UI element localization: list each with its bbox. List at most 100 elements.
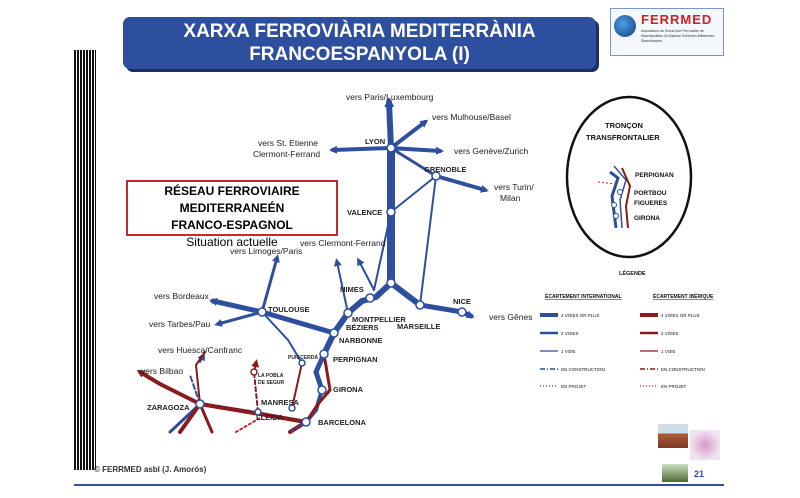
iberian-zaragoza-south <box>178 402 202 434</box>
label-puigcerda: PUIGCERDÀ <box>288 354 318 361</box>
iberian-zaragoza-bilbao <box>136 369 202 406</box>
station-girona <box>317 385 327 395</box>
label-manresa: MANRESA <box>261 398 300 407</box>
label-limoges: vers Limoges/Paris <box>230 246 302 256</box>
troncon-portbou: PORTBOU <box>634 190 667 197</box>
station-puigcerda <box>298 359 306 367</box>
label-pobla-1: LA POBLA <box>258 373 284 379</box>
label-bordeaux: vers Bordeaux <box>154 291 210 301</box>
legend-ib-4voies: 4 VOIES OR PLUS <box>661 313 700 318</box>
legend-title: LÉGENDE <box>619 269 646 277</box>
legend-col-international: ÉCARTEMENT INTERNATIONAL <box>545 292 622 300</box>
label-grenoble: GRENOBLE <box>424 165 467 174</box>
projected-lines <box>235 417 307 433</box>
label-barcelona: BARCELONA <box>318 418 366 427</box>
legend-int-2voies: 2 VOIES <box>561 331 579 336</box>
legend-int-4voies: 4 VOIES OR PLUS <box>561 313 600 318</box>
thumbnail-photo-train <box>662 464 688 482</box>
label-stetienne-1: vers St. Etienne <box>258 138 318 148</box>
station-nice <box>457 307 467 317</box>
label-clermont: vers Clermont-Ferrand <box>300 238 386 248</box>
label-narbonne: NARBONNE <box>339 336 382 345</box>
label-pobla-2: DE SEGUR <box>258 380 285 386</box>
station-manresa <box>288 404 296 412</box>
line-paris-lyon <box>384 97 395 151</box>
reseau-line-3: Situation actuelle <box>186 235 278 249</box>
legend-ib-1voie: 1 VOIE <box>661 349 676 354</box>
logo-subtitle: Association du Grand Axe Ferroviaire de … <box>641 29 716 43</box>
title-line-1: XARXA FERROVIÀRIA MEDITERRÀNIA <box>183 21 536 42</box>
page-number: 21 <box>694 469 705 479</box>
station-lleida <box>254 408 262 416</box>
label-beziers: BÉZIERS <box>346 323 379 332</box>
line-grenoble-marseille <box>419 175 437 306</box>
station-zaragoza <box>195 399 205 409</box>
station-toulouse <box>257 307 267 317</box>
label-girona: GIRONA <box>333 385 364 394</box>
station-pobla <box>250 368 258 376</box>
ferrmed-logo: FERRMED Association du Grand Axe Ferrovi… <box>610 8 724 56</box>
legend: LÉGENDE ÉCARTEMENT INTERNATIONAL ÉCARTEM… <box>540 269 714 389</box>
line-narbonne-toulouse <box>259 309 337 336</box>
iberian-barcelona-girona <box>304 358 332 424</box>
line-grenoble-turin <box>434 174 489 193</box>
line-lyon-stetienne <box>329 145 393 154</box>
troncon-title-2: TRANSFRONTALIER <box>586 133 660 142</box>
iberian-lleida-pobla <box>253 371 259 413</box>
label-zaragoza: ZARAGOZA <box>147 403 190 412</box>
line-zaragoza-huesca-std <box>189 374 201 405</box>
line-perpignan-girona <box>313 351 327 393</box>
label-lleida: LLEIDA <box>256 413 284 422</box>
label-huesca: vers Huesca/Canfranc <box>158 345 243 355</box>
station-beziers <box>343 308 353 318</box>
station-barcelona <box>301 417 311 427</box>
legend-col-iberique: ÉCARTEMENT IBÉRIQUE <box>653 292 714 300</box>
legend-ib-construction: EN CONSTRUCTION <box>661 367 705 372</box>
line-toulouse-puigcerda <box>261 311 303 364</box>
label-tarbes: vers Tarbes/Pau <box>149 319 211 329</box>
label-bilbao: vers Bilbao <box>141 366 183 376</box>
iberian-manresa-puigcerda <box>291 362 303 409</box>
station-nimes <box>386 278 396 288</box>
line-valence-nimes-left <box>373 211 392 291</box>
line-toulouse-bordeaux <box>209 297 265 315</box>
line-toulouse-limoges <box>260 254 280 314</box>
label-genes: vers Gênes <box>489 312 532 322</box>
label-stetienne-2: Clermont-Ferrand <box>253 149 320 159</box>
map-labels: vers Paris/Luxembourg vers Mulhouse/Base… <box>141 92 534 427</box>
label-lyon: LYON <box>365 137 385 146</box>
iberian-zaragoza-huesca <box>194 351 206 405</box>
line-lyon-geneve <box>389 146 444 155</box>
station-lyon <box>386 143 396 153</box>
line-nimes-marseille <box>388 280 423 308</box>
troncon-inset: TRONÇON TRANSFRONTALIER PERPIGNAN PORTBO… <box>565 95 693 259</box>
label-perpignan: PERPIGNAN <box>333 355 378 364</box>
troncon-girona: GIRONA <box>634 215 660 222</box>
line-lyon-grenoble <box>389 146 438 178</box>
thumbnail-photo-station <box>658 424 688 448</box>
label-valence: VALENCE <box>347 208 382 217</box>
line-grenoble-valence <box>390 175 437 213</box>
label-mulhouse: vers Mulhouse/Basel <box>432 112 511 122</box>
station-marseille <box>415 300 425 310</box>
left-stripe <box>74 50 96 470</box>
label-turin-2: Milan <box>500 193 521 203</box>
label-marseille: MARSEILLE <box>397 322 440 331</box>
line-marseille-nice <box>417 302 465 315</box>
title-line-2: FRANCOESPANYOLA (I) <box>249 44 470 65</box>
legend-int-1voie: 1 VOIE <box>561 349 576 354</box>
label-geneve: vers Genève/Zurich <box>454 146 528 156</box>
troncon-figueres: FIGUERES <box>634 200 668 207</box>
label-paris: vers Paris/Luxembourg <box>346 92 434 102</box>
label-toulouse: TOULOUSE <box>268 305 310 314</box>
station-valence <box>386 207 396 217</box>
logo-name: FERRMED <box>641 12 713 27</box>
label-turin-1: vers Turin/ <box>494 182 534 192</box>
line-toulouse-tarbes <box>214 310 264 327</box>
legend-ib-2voies: 2 VOIES <box>661 331 679 336</box>
legend-ib-projet: EN PROJET <box>661 384 687 389</box>
station-narbonne <box>329 328 339 338</box>
troncon-title-1: TRONÇON <box>605 121 643 130</box>
legend-int-construction: EN CONSTRUCTION <box>561 367 605 372</box>
